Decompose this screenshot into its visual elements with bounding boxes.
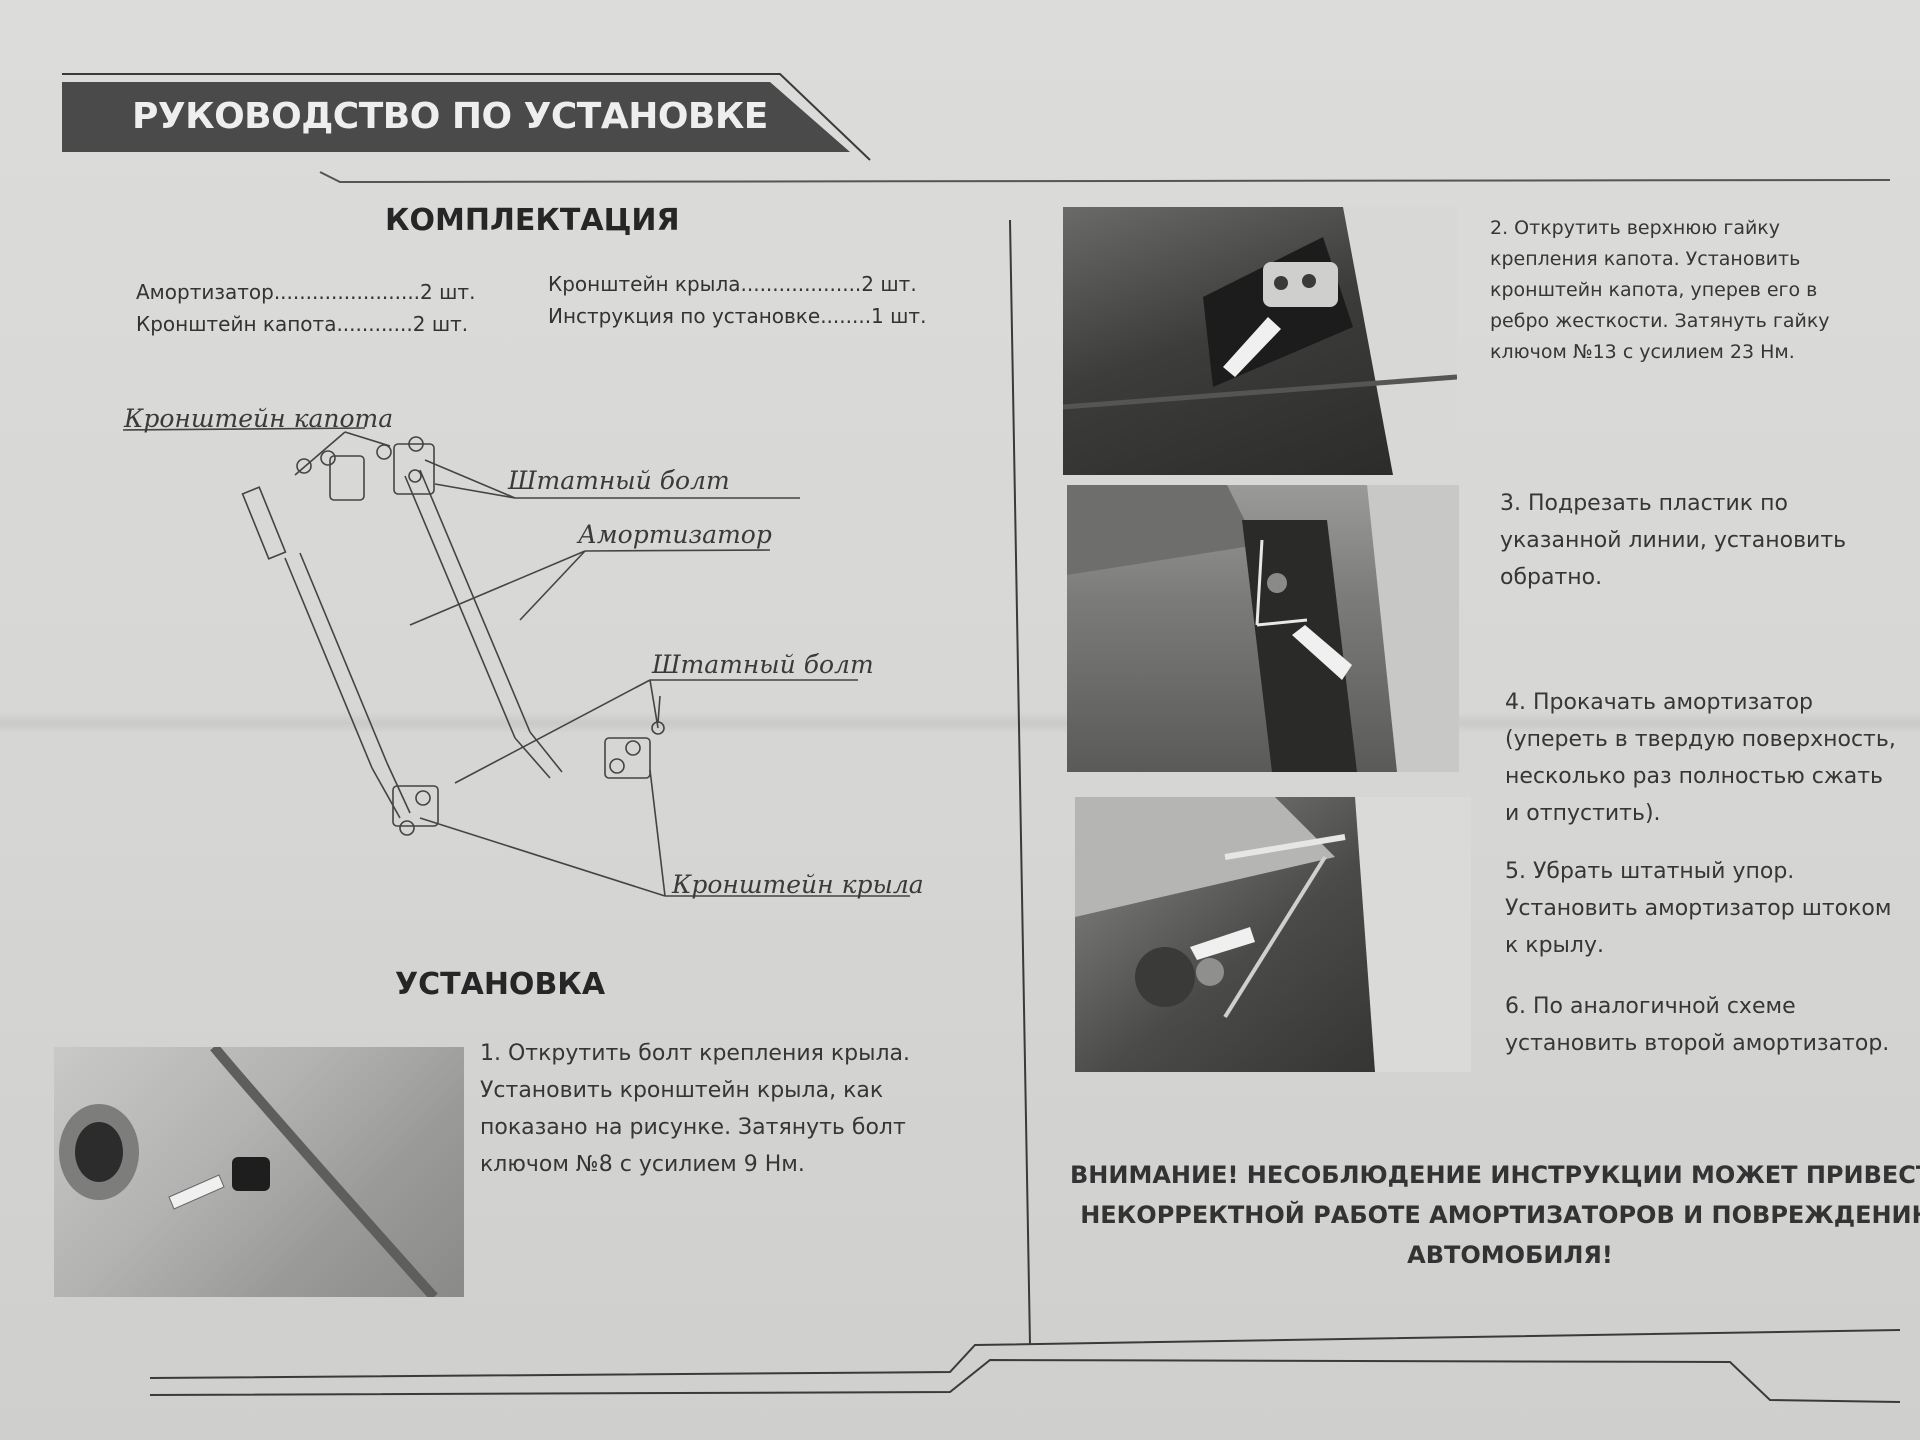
header-banner bbox=[62, 82, 850, 152]
arrow-icon bbox=[168, 1174, 225, 1210]
step5-text: 5. Убрать штатный упор. Установить аморт… bbox=[1505, 853, 1920, 964]
column-divider bbox=[1009, 219, 1031, 1346]
step-line: и отпустить). bbox=[1505, 801, 1661, 826]
warning-line: ВНИМАНИЕ! НЕСОБЛЮДЕНИЕ ИНСТРУКЦИИ МОЖЕТ … bbox=[1070, 1161, 1920, 1189]
warning-line: НЕКОРРЕКТНОЙ РАБОТЕ АМОРТИЗАТОРОВ И ПОВР… bbox=[1080, 1201, 1920, 1229]
warning-line: АВТОМОБИЛЯ! bbox=[1407, 1241, 1613, 1269]
step-line: Установить амортизатор штоком bbox=[1505, 896, 1892, 921]
diagram-label-stock-bolt: Штатный болт bbox=[652, 650, 874, 679]
step-line: 2. Открутить верхнюю гайку bbox=[1490, 217, 1781, 239]
step-line: ребро жесткости. Затянуть гайку bbox=[1490, 310, 1830, 332]
step-line: 6. По аналогичной схеме bbox=[1505, 994, 1796, 1019]
step3-photo bbox=[1067, 485, 1459, 772]
arrow-icon bbox=[1223, 317, 1281, 377]
step4-text: 4. Прокачать амортизатор (упереть в твер… bbox=[1505, 684, 1920, 832]
arrow-icon bbox=[1190, 927, 1255, 960]
step-line: 1. Открутить болт крепления крыла. bbox=[480, 1041, 911, 1066]
step-line: 4. Прокачать амортизатор bbox=[1505, 690, 1814, 715]
step-line: крепления капота. Установить bbox=[1490, 248, 1801, 270]
step1-photo-drawing bbox=[59, 1047, 438, 1297]
step-line: несколько раз полностью сжать bbox=[1505, 764, 1883, 789]
step-line: (упереть в твердую поверхность, bbox=[1505, 727, 1896, 752]
step2-photo bbox=[1063, 207, 1457, 475]
kit-item: Амортизатор.......................2 шт. bbox=[136, 280, 476, 304]
step1-text: 1. Открутить болт крепления крыла. Устан… bbox=[480, 1035, 980, 1183]
kit-title: КОМПЛЕКТАЦИЯ bbox=[385, 203, 680, 238]
step-line: ключом №13 с усилием 23 Нм. bbox=[1490, 341, 1795, 363]
step4-photo bbox=[1075, 797, 1471, 1072]
step-line: обратно. bbox=[1500, 565, 1603, 590]
warning-text: ВНИМАНИЕ! НЕСОБЛЮДЕНИЕ ИНСТРУКЦИИ МОЖЕТ … bbox=[1070, 1155, 1920, 1275]
diagram-label-wing-bracket: Кронштейн крыла bbox=[672, 870, 924, 899]
step-line: к крылу. bbox=[1505, 933, 1604, 958]
step3-photo-drawing bbox=[1067, 485, 1459, 772]
step-line: 5. Убрать штатный упор. bbox=[1505, 859, 1795, 884]
diagram-label-hood-bracket: Кронштейн капота bbox=[124, 404, 394, 433]
step-line: показано на рисунке. Затянуть болт bbox=[480, 1115, 906, 1140]
step-line: 3. Подрезать пластик по bbox=[1500, 491, 1788, 516]
step-line: указанной линии, установить bbox=[1500, 528, 1847, 553]
step4-photo-drawing bbox=[1075, 797, 1471, 1072]
parts-diagram bbox=[122, 427, 910, 897]
header-title: РУКОВОДСТВО ПО УСТАНОВКЕ bbox=[132, 96, 768, 137]
step-line: Установить кронштейн крыла, как bbox=[480, 1078, 884, 1103]
kit-item: Кронштейн крыла...................2 шт. bbox=[548, 272, 917, 296]
kit-item: Инструкция по установке........1 шт. bbox=[548, 304, 927, 328]
step-line: кронштейн капота, уперев его в bbox=[1490, 279, 1818, 301]
diagram-label-shock-absorber: Амортизатор bbox=[578, 520, 772, 549]
kit-item: Кронштейн капота............2 шт. bbox=[136, 312, 469, 336]
step3-text: 3. Подрезать пластик по указанной линии,… bbox=[1500, 485, 1920, 596]
step2-text: 2. Открутить верхнюю гайку крепления кап… bbox=[1490, 213, 1910, 368]
arrow-icon bbox=[1292, 625, 1352, 680]
step-line: установить второй амортизатор. bbox=[1505, 1031, 1890, 1056]
step-line: ключом №8 с усилием 9 Нм. bbox=[480, 1152, 805, 1177]
step2-photo-drawing bbox=[1063, 207, 1457, 475]
step1-photo bbox=[54, 1047, 464, 1297]
diagram-label-stock-bolt: Штатный болт bbox=[508, 466, 730, 495]
step6-text: 6. По аналогичной схеме установить второ… bbox=[1505, 988, 1920, 1062]
installation-title: УСТАНОВКА bbox=[395, 967, 606, 1002]
